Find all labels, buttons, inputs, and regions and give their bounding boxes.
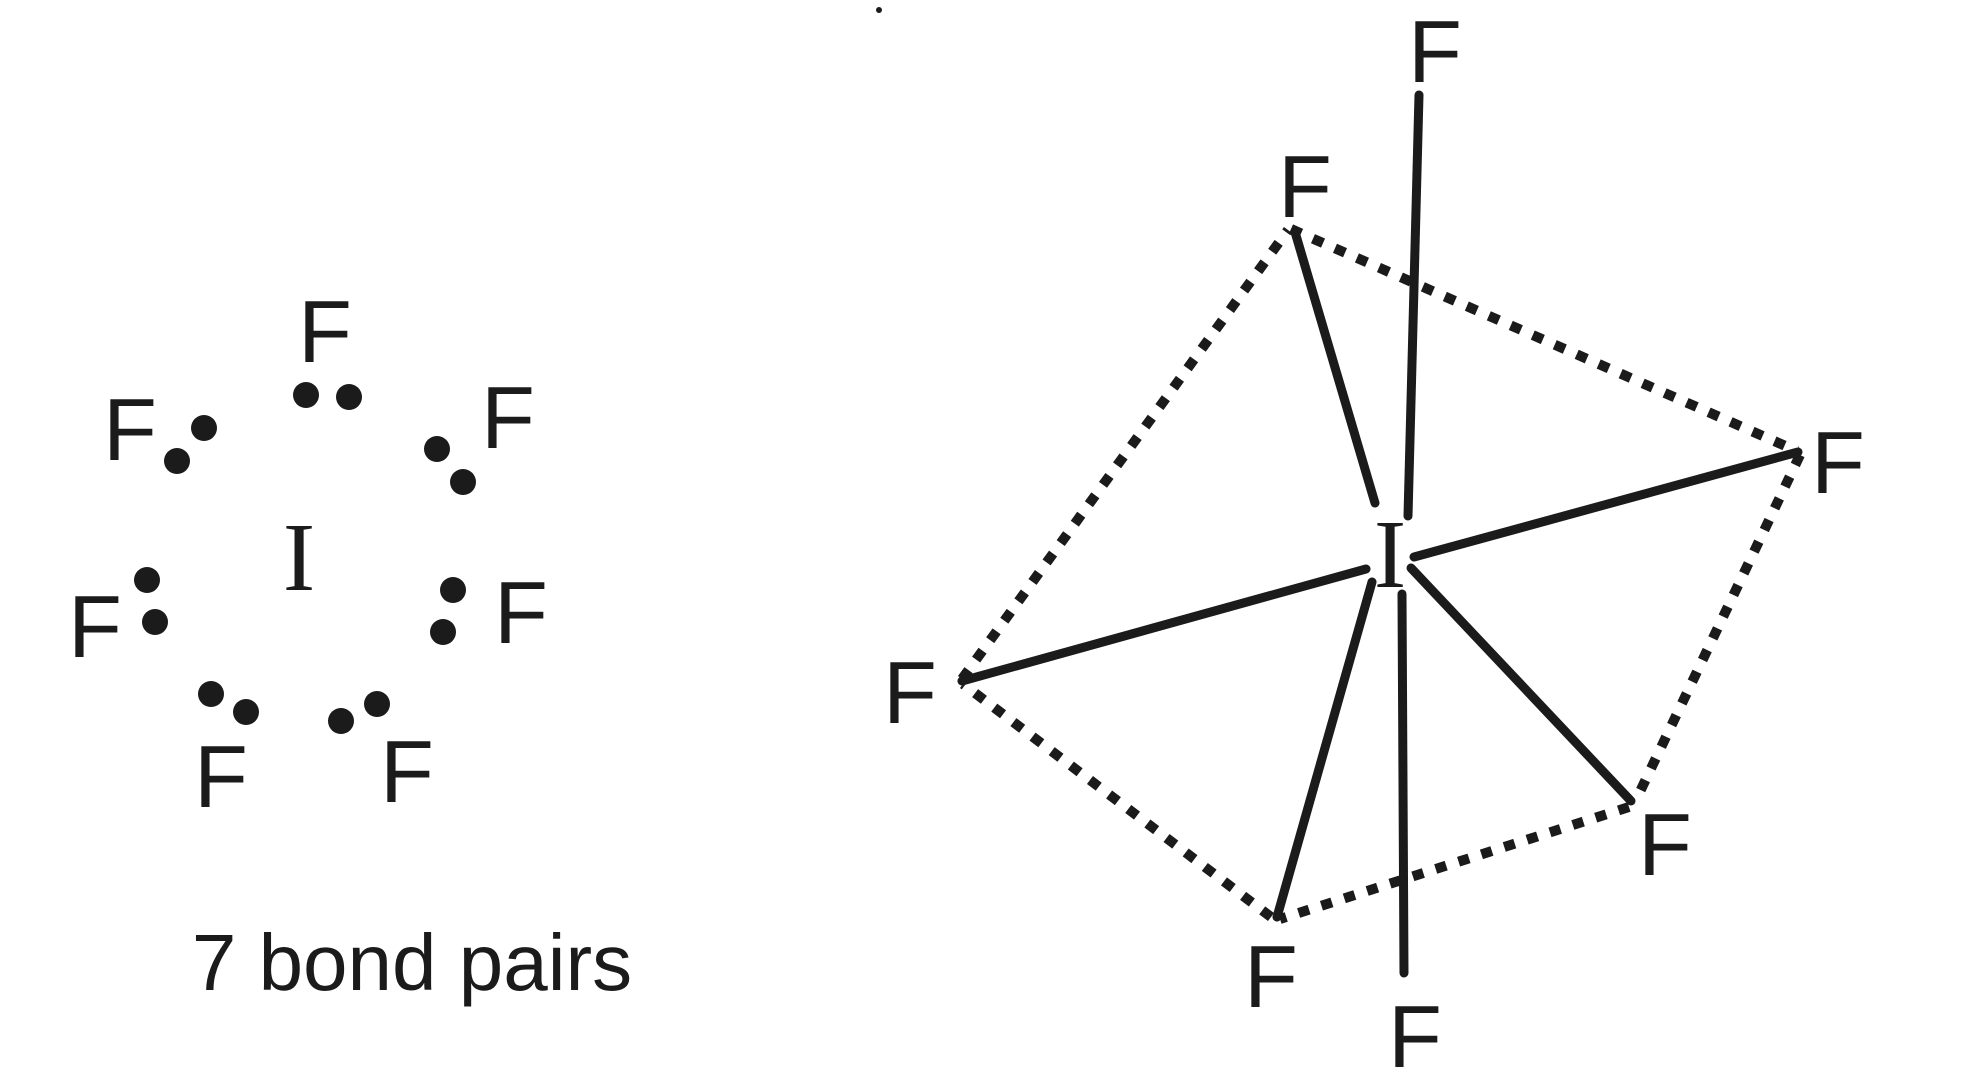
bond-pair-dots-bottom-left xyxy=(198,681,259,725)
artifact-dot xyxy=(876,7,882,13)
bond-axial-bottom xyxy=(1397,589,1409,978)
bond-equatorial-lower-right xyxy=(1406,563,1636,806)
lewis-fluorine-top: F xyxy=(298,282,352,381)
lewis-fluorine-upper-left: F xyxy=(103,380,157,479)
bond-pair-dots-mid-right xyxy=(430,577,466,645)
pentagon-edge-upperleft-right xyxy=(1288,224,1800,456)
pentagon-edge-left-upperleft xyxy=(957,227,1293,682)
caption-bond-pairs: 7 bond pairs xyxy=(192,918,632,1007)
pentagon-edge-front-left xyxy=(959,680,1275,921)
geometry-fluorine-axial-top: F xyxy=(1408,2,1462,101)
geometry-fluorine-right: F xyxy=(1811,413,1865,512)
geometry-fluorine-lower-right: F xyxy=(1638,795,1692,894)
bond-axial-top xyxy=(1403,90,1424,521)
bond-pair-dots-top xyxy=(293,382,362,410)
bond-equatorial-front xyxy=(1272,577,1377,922)
bond-pair-dots-bottom-right xyxy=(328,691,390,734)
bond-pair-dots-mid-left xyxy=(134,567,168,635)
pentagonal-bipyramid-structure: I F F F F F F F xyxy=(883,2,1865,1086)
lewis-fluorine-mid-right: F xyxy=(494,563,548,662)
pentagon-edge-right-lowerright xyxy=(1631,452,1805,803)
bond-equatorial-left xyxy=(957,564,1371,686)
geometry-fluorine-axial-bottom: F xyxy=(1388,987,1442,1086)
lewis-center-atom-label: I xyxy=(283,504,315,611)
bond-equatorial-upper-left xyxy=(1290,227,1380,508)
geometry-fluorine-left: F xyxy=(883,643,937,742)
lewis-fluorine-mid-left: F xyxy=(68,577,122,676)
bond-pair-dots-upper-right xyxy=(424,436,476,495)
geometry-center-atom-label: I xyxy=(1374,501,1406,608)
bond-pair-dots-upper-left xyxy=(164,415,217,474)
lewis-fluorine-bottom-left: F xyxy=(194,727,248,826)
lewis-fluorine-bottom-right: F xyxy=(380,722,434,821)
pentagon-edge-lowerright-front xyxy=(1278,802,1631,924)
geometry-fluorine-front: F xyxy=(1244,927,1298,1026)
bond-equatorial-right xyxy=(1409,447,1803,562)
geometry-fluorine-upper-left: F xyxy=(1278,137,1332,236)
lewis-structure: I F F F F F F F xyxy=(68,282,632,1007)
lewis-fluorine-upper-right: F xyxy=(481,368,535,467)
